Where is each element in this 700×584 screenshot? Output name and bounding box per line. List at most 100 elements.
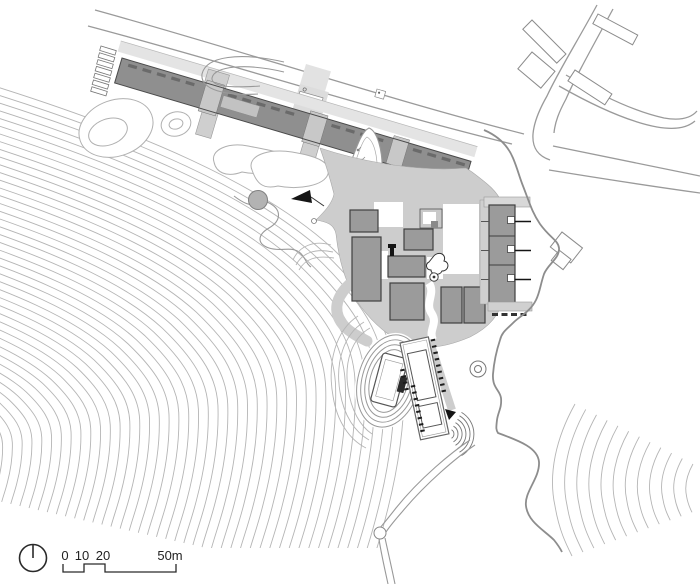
skylight-dash [185, 80, 195, 87]
contour-line [613, 431, 629, 536]
dot-icon [377, 91, 381, 94]
contour-line [0, 369, 3, 499]
contour-line [662, 453, 672, 520]
skylight-dash [142, 67, 152, 74]
hillside-contours-right [552, 404, 692, 556]
round-feature [469, 360, 487, 378]
contour-line [0, 307, 91, 518]
contour-line [0, 328, 61, 512]
contour-line [589, 420, 607, 544]
contour-line [0, 128, 345, 572]
chimney [390, 246, 394, 256]
stair-arc [461, 412, 475, 456]
contour-line [0, 273, 140, 529]
arrow-tail [310, 196, 325, 207]
skylight-dash [270, 105, 281, 112]
chimney-cap [388, 244, 396, 248]
contour-line [0, 238, 189, 539]
stair-rung [96, 59, 114, 70]
small-pond [426, 252, 449, 275]
bar-court [219, 95, 261, 118]
scale-label-10: 10 [75, 548, 89, 563]
scale-bar-steps [62, 563, 177, 573]
footpath [385, 444, 476, 533]
building [403, 228, 434, 251]
neighbour-building [517, 51, 556, 89]
stair-rung [97, 52, 116, 63]
skylight-dash [127, 63, 138, 70]
hall-tick [401, 374, 407, 378]
contour-line [0, 231, 199, 541]
hall-tick [434, 357, 440, 361]
hall-tick [404, 387, 409, 391]
terrace-court [507, 216, 515, 224]
stair-rung [90, 86, 108, 97]
amphitheatre-mound [330, 315, 367, 449]
contour-line [649, 448, 660, 525]
hall-ticks [400, 338, 447, 433]
hall-tick [439, 383, 445, 387]
post-icon [302, 87, 307, 92]
bar-body [114, 58, 472, 187]
contour-line [0, 286, 120, 524]
north-indicator [18, 543, 48, 573]
scale-label-50m: 50m [157, 548, 182, 563]
hall-tick [402, 381, 408, 385]
neighbour-house [549, 231, 584, 271]
skylight-dash [331, 123, 341, 130]
southeast-road-upper-edge [552, 145, 700, 177]
road-marker [374, 88, 387, 100]
skylight-dash [345, 128, 355, 134]
west-walkway [331, 276, 373, 347]
hall-tick [418, 422, 424, 426]
bar-joint [197, 79, 225, 117]
skylight-dash [170, 76, 181, 83]
skylight-dash [241, 97, 252, 104]
terrace-court [507, 274, 515, 282]
tick [492, 313, 498, 316]
contour-line [0, 356, 22, 504]
skylight-dash [156, 72, 167, 78]
southeast-road-lower-edge [548, 169, 700, 194]
plaza-post-icon [311, 218, 317, 224]
loop-path-inner [211, 66, 285, 88]
hall-tick [431, 345, 437, 348]
contour-line [625, 437, 639, 532]
pond-island [88, 117, 128, 147]
contour-line [0, 252, 169, 535]
mound-contour [298, 256, 335, 271]
contour-line [0, 224, 208, 543]
garden-bed [250, 150, 330, 188]
east-road-lower-edge [558, 85, 696, 129]
stage-inner [375, 358, 404, 402]
hall-tick [414, 403, 420, 407]
round-feature-inner [474, 365, 482, 373]
contour-line [0, 245, 179, 537]
stair-arc [455, 422, 463, 446]
contour-line [637, 442, 650, 528]
stair-rung [93, 72, 111, 83]
skylight-dash [285, 110, 295, 116]
stage-wall [396, 375, 408, 394]
hall-tick [413, 397, 419, 401]
contour-line [0, 335, 52, 510]
lane-edge [120, 40, 478, 147]
sports-hall [399, 336, 450, 441]
hall-tick [410, 384, 416, 388]
neighbour-house-annex [550, 249, 572, 271]
stair-arc [451, 429, 455, 439]
loop-path-outer [201, 56, 285, 95]
hillside-stairs [90, 45, 117, 97]
tree-icon [248, 190, 268, 210]
contour-line [0, 141, 326, 567]
scale-bar: 0 10 20 50m [61, 548, 183, 573]
site-boundary [483, 129, 563, 553]
ring [368, 349, 410, 413]
contour-line [0, 155, 306, 563]
contour-line [0, 190, 257, 554]
contour-line [0, 259, 159, 533]
row-back-strip [479, 199, 490, 305]
courtyard [374, 202, 403, 227]
contour-line [0, 203, 238, 549]
